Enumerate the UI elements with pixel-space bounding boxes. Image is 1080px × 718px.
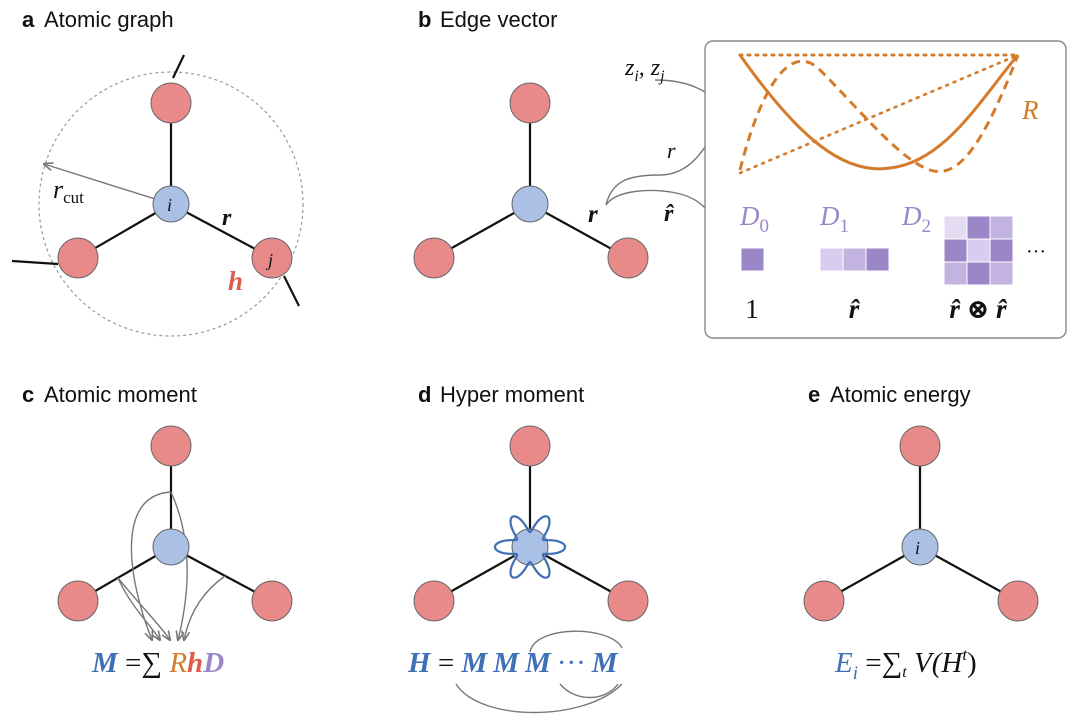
center-node (152, 528, 190, 566)
outer-bond-right (283, 275, 300, 307)
atomic-numbers-label: zi,zj (624, 55, 665, 85)
edge-vector-label: r (222, 205, 232, 231)
panel-d-title: Hyper moment (440, 382, 584, 407)
neighbor-node-right (607, 580, 649, 622)
panel-d-letter: d (418, 382, 431, 407)
neighbor-node-j (251, 237, 293, 279)
radial-function-label: R (1021, 95, 1039, 125)
radial-basis-linear (738, 53, 1020, 175)
panel-e-letter: e (808, 382, 820, 407)
tensor-rank1-caption: r̂ (849, 294, 861, 324)
node-label-i: i (915, 538, 920, 558)
tensor-D2-cell (989, 215, 1014, 240)
moment-arrow-left (117, 577, 170, 640)
panel-b-letter: b (418, 7, 431, 32)
panel-b-title: Edge vector (440, 7, 557, 32)
panel-c: c Atomic moment M =∑ RhD (22, 382, 293, 679)
center-node (511, 185, 549, 223)
outer-bond-top (172, 54, 185, 79)
panel-c-title: Atomic moment (44, 382, 197, 407)
panel-a-title: Atomic graph (44, 7, 174, 32)
tensor-D2-cell (966, 238, 991, 263)
panel-b: b Edge vector r zi,zj r r̂ R D0 D1 D2 (413, 7, 1067, 339)
center-node (511, 528, 549, 566)
neighbor-node-left (57, 237, 99, 279)
neighbor-node-left (803, 580, 845, 622)
radial-basis-plot: R (738, 53, 1039, 175)
neighbor-node-left (413, 580, 455, 622)
neighbor-node-right (251, 580, 293, 622)
panel-e-title: Atomic energy (830, 382, 971, 407)
node-label-j: j (266, 250, 273, 270)
atomic-moment-equation: M =∑ RhD (91, 647, 224, 679)
neighbor-node-top (899, 425, 941, 467)
neighbor-node-top (509, 82, 551, 124)
node-label-i: i (167, 195, 172, 215)
rcut-label: rcut (53, 175, 84, 207)
neighbor-node-right (607, 237, 649, 279)
tensor-D2-cell (943, 238, 968, 263)
panel-a-letter: a (22, 7, 35, 32)
neighbor-node-left (413, 237, 455, 279)
moment-arrow-top (130, 491, 172, 640)
tensor-D1-cell (819, 247, 844, 272)
arrow-rhat-to-tensor (605, 189, 717, 224)
tensor-D1-cell (842, 247, 867, 272)
radial-basis-quadratic (738, 54, 1020, 171)
panel-c-letter: c (22, 382, 34, 407)
contraction-arc-lower (455, 683, 623, 714)
tensor-rank0-caption: 1 (745, 294, 759, 324)
moment-arrow-right (184, 575, 226, 640)
neighbor-node-top (150, 425, 192, 467)
tensor-D2-cell (966, 215, 991, 240)
tensor-D2-cell (989, 238, 1014, 263)
unit-vector-label: r̂ (664, 201, 674, 227)
edge-vector-label: r (588, 201, 598, 228)
neighbor-node-left (57, 580, 99, 622)
tensor-D1-label: D1 (819, 201, 849, 237)
tensor-D2-cell (989, 261, 1014, 286)
tensor-D1-cell (865, 247, 890, 272)
tensor-D0-label: D0 (739, 201, 769, 237)
center-node-i (901, 528, 939, 566)
tensor-D2-label: D2 (901, 201, 931, 237)
moment-arrow-left (117, 577, 160, 640)
tensor-D1-vector (819, 247, 890, 272)
tensor-D0-cell (740, 247, 765, 272)
neighbor-node-right (997, 580, 1039, 622)
contraction-arc-inner (559, 683, 619, 699)
outer-bond-left (11, 259, 59, 266)
tensor-D2-cell (943, 261, 968, 286)
panel-a: a Atomic graph rcut i j r h (11, 7, 304, 337)
edge-features-box (704, 40, 1067, 339)
tensor-D2-cell (943, 215, 968, 240)
center-node-i (152, 185, 190, 223)
contraction-arc-upper (529, 630, 623, 653)
radial-basis-cubic (738, 54, 1020, 173)
panel-e: e Atomic energy i Ei =∑t V(Ht) (803, 382, 1039, 684)
tensor-D2-matrix (943, 215, 1014, 286)
tensor-rank2-caption: r̂ ⊗ r̂ (949, 294, 1007, 324)
tensor-D2-cell (966, 261, 991, 286)
atomic-energy-equation: Ei =∑t V(Ht) (834, 645, 977, 684)
hidden-feature-label: h (228, 266, 243, 296)
moment-arrow-top (170, 491, 188, 640)
neighbor-node-top (509, 425, 551, 467)
distance-label: r (667, 138, 676, 163)
cutoff-sphere (38, 71, 304, 337)
neighbor-node-top (150, 82, 192, 124)
rcut-arrow (44, 164, 172, 205)
tensor-ellipsis: ··· (1026, 241, 1046, 263)
hyper-moment-shape (493, 515, 567, 579)
